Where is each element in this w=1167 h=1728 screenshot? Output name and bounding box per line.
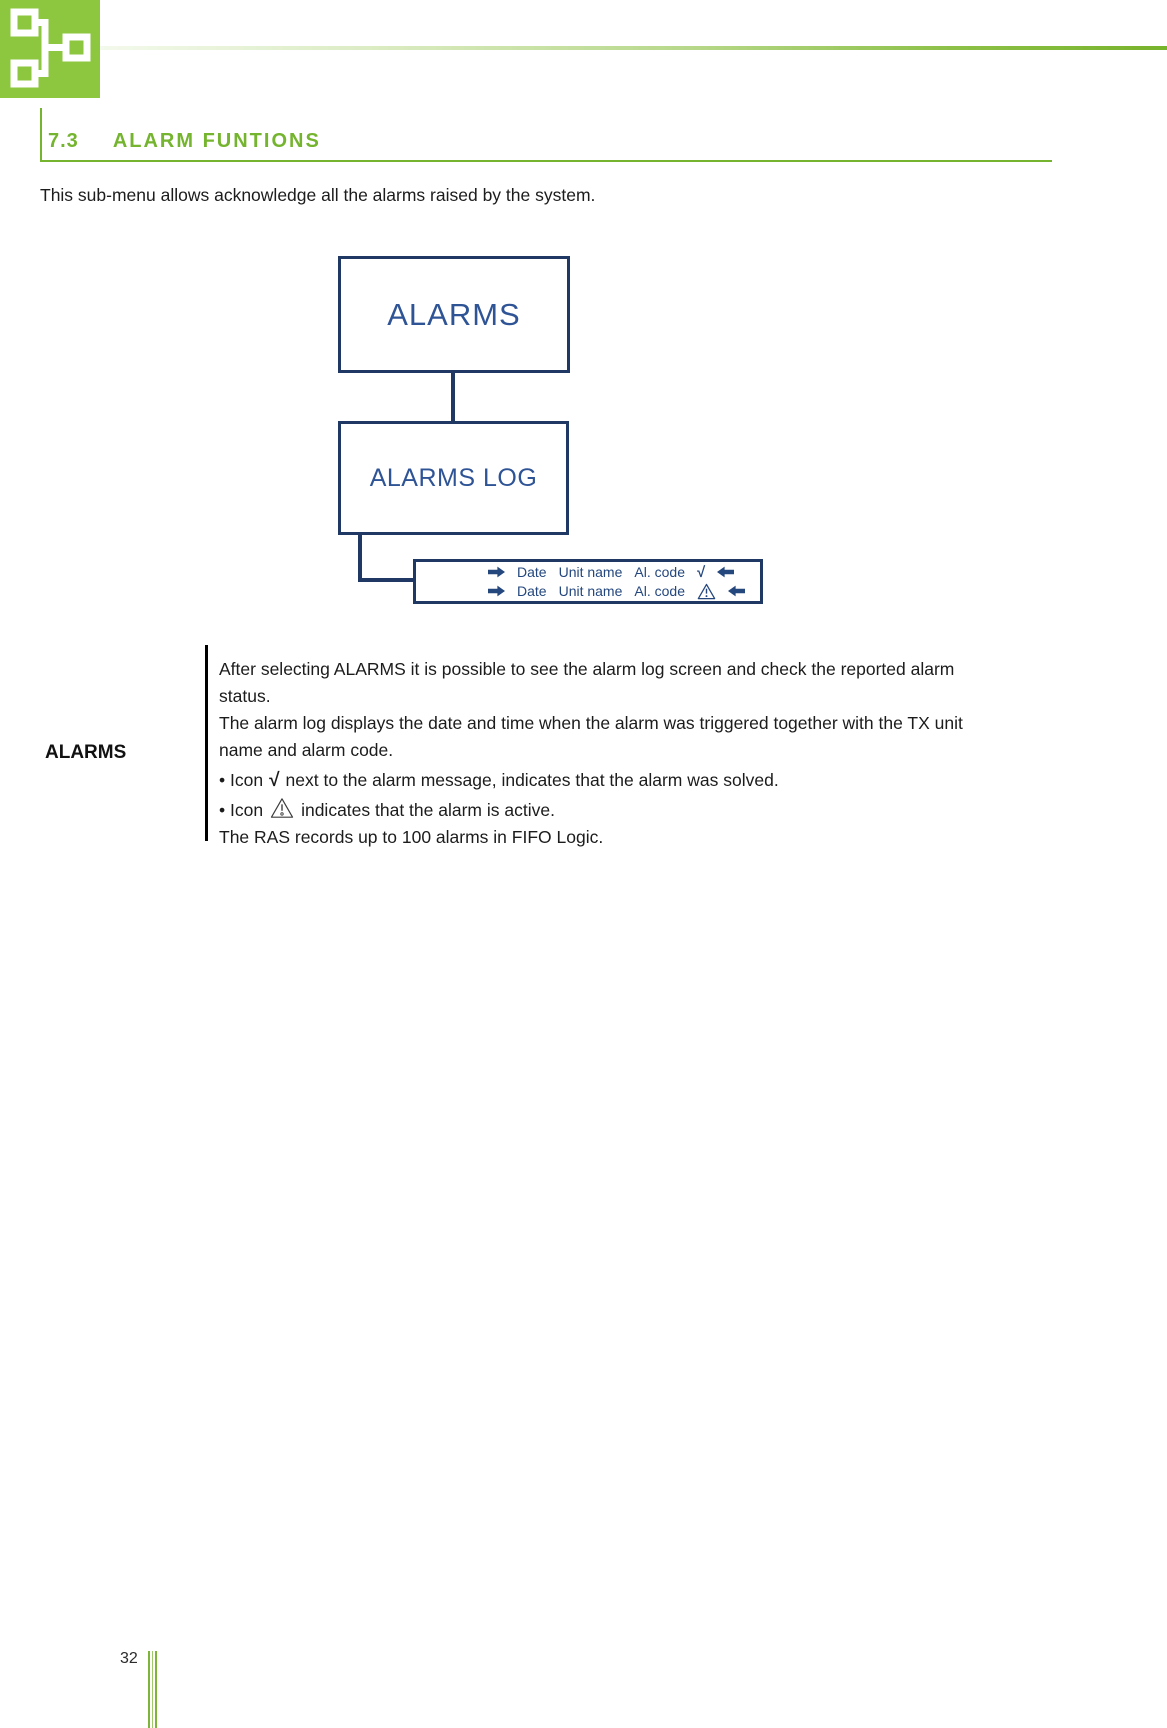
diagram-alarms-box: ALARMS [338,256,570,373]
bullet-active: • Icon indicates that the alarm is activ… [219,797,1059,824]
description-line: After selecting ALARMS it is possible to… [219,659,955,679]
page-number: 32 [120,1650,138,1667]
section-title: ALARM FUNTIONS [112,130,321,152]
alarms-log-box-label: ALARMS LOG [369,463,538,492]
footer-rule-stripe [151,1651,153,1728]
closing-line: The RAS records up to 100 alarms in FIFO… [219,827,604,847]
bullet-solved: • Icon√next to the alarm message, indica… [219,767,1059,794]
arrow-right-icon [488,566,505,578]
log-alarm-code: Al. code [634,583,685,599]
description-line: status. [219,686,271,706]
warning-triangle-icon [697,583,716,599]
log-date: Date [517,583,547,599]
bullet-text: • Icon [219,770,264,790]
intro-paragraph: This sub-menu allows acknowledge all the… [40,185,596,205]
log-unit-name: Unit name [558,564,623,580]
log-entry-row-active: Date Unit name Al. code [488,583,745,600]
log-unit-name: Unit name [558,583,623,599]
check-icon: √ [269,770,280,791]
bullet-text: • Icon [219,800,264,820]
arrow-left-icon [717,566,735,578]
header-gradient-rule [100,46,1167,50]
log-alarm-code: Al. code [634,564,685,580]
warning-triangle-icon [270,798,294,818]
arrow-left-icon [727,585,745,597]
bullet-text: next to the alarm message, indicates tha… [285,770,779,790]
heading-left-rule [40,108,42,162]
description-left-rule [205,645,208,841]
bullet-text: indicates that the alarm is active. [301,800,555,820]
connector-log-to-entries [358,533,413,582]
log-date: Date [517,564,547,580]
footer-rule-stripe [148,1651,150,1728]
footer-rule [148,1651,157,1728]
section-number: 7.3 [48,130,79,152]
description-line: name and alarm code. [219,740,394,760]
section-heading: 7.3 ALARM FUNTIONS [48,130,321,153]
log-entry-row-solved: Date Unit name Al. code √ [488,563,735,581]
company-logo [0,0,100,98]
footer-rule-stripe [154,1651,157,1728]
diagram-alarms-log-box: ALARMS LOG [338,421,569,535]
connector-alarms-to-log [451,370,455,422]
alarms-side-label: ALARMS [45,742,127,763]
arrow-right-icon [488,585,505,597]
diagram-log-entries-box: Date Unit name Al. code √ Date Unit name… [413,559,763,604]
check-icon: √ [696,563,706,581]
heading-underline [40,160,1052,162]
network-nodes-icon [0,0,100,98]
alarms-box-label: ALARMS [387,296,521,332]
description-line: The alarm log displays the date and time… [219,713,963,733]
description-block: After selecting ALARMS it is possible to… [219,656,1059,851]
